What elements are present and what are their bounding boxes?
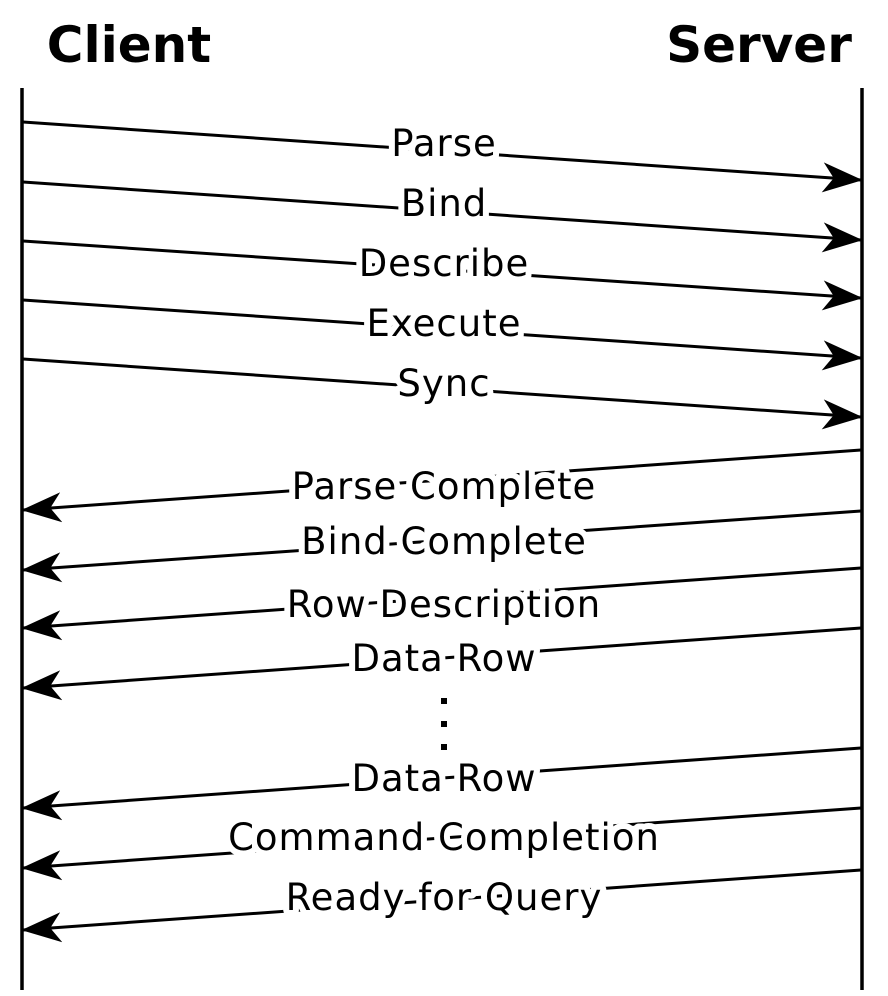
message-arrow <box>21 566 862 641</box>
message-label: Bind <box>401 182 488 225</box>
message-label: Sync <box>397 362 490 405</box>
message-label: Bind Complete <box>301 520 587 563</box>
message-arrow <box>22 298 863 371</box>
actor-title-client: Client <box>47 16 211 74</box>
message-label: Describe <box>359 242 530 285</box>
message-arrow <box>22 120 863 193</box>
message-arrow <box>22 239 863 311</box>
message-arrow <box>21 448 862 523</box>
message-label: Command Completion <box>228 816 660 859</box>
message-label: Row Description <box>287 583 601 626</box>
vertical-ellipsis-icon <box>441 698 447 750</box>
message-label: Parse <box>391 122 497 165</box>
message-label: Execute <box>367 302 522 345</box>
message-label: Parse Complete <box>292 465 597 508</box>
message-label: Data Row <box>351 637 536 680</box>
message-label: Data Row <box>351 757 536 800</box>
actor-title-server: Server <box>666 16 852 74</box>
message-arrow <box>22 357 863 430</box>
message-arrow <box>22 180 863 253</box>
message-arrow <box>21 868 862 943</box>
message-arrow <box>21 626 862 701</box>
message-arrow <box>21 509 862 583</box>
message-label: Ready for Query <box>286 876 603 919</box>
message-arrow <box>21 746 862 821</box>
message-arrow <box>21 806 862 881</box>
